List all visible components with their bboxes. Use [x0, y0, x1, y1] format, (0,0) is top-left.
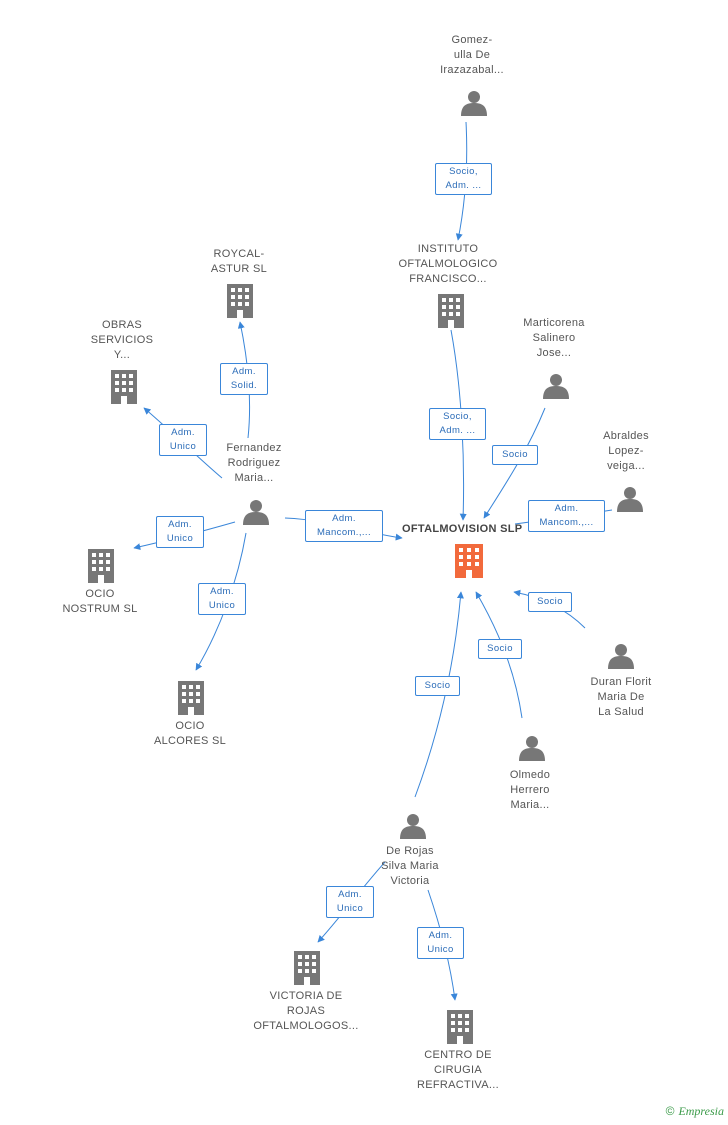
building-icon[interactable] [178, 681, 204, 715]
node-label-marticorena[interactable]: Marticorena Salinero Jose... [523, 317, 585, 359]
node-label-instituto[interactable]: INSTITUTO OFTALMOLOGICO FRANCISCO... [398, 243, 498, 285]
person-icon[interactable] [243, 500, 269, 525]
edge-label-adm-unico[interactable]: Adm. Unico [156, 516, 204, 548]
edge-label-socio[interactable]: Socio [528, 592, 572, 612]
edge-marticorena-oftalmovision [483, 407, 546, 519]
building-icon[interactable] [111, 370, 137, 404]
edge-label-adm-solid[interactable]: Adm. Solid. [220, 363, 268, 395]
node-label-duran[interactable]: Duran Florit Maria De La Salud [590, 676, 652, 718]
node-label-obras[interactable]: OBRAS SERVICIOS Y... [90, 319, 154, 361]
copyright-symbol: © [665, 1104, 675, 1118]
building-icon[interactable] [294, 951, 320, 985]
person-icon[interactable] [543, 374, 569, 399]
footer-brand[interactable]: ©Empresia [666, 1104, 724, 1119]
building-icon[interactable] [438, 294, 464, 328]
node-label-abraldes[interactable]: Abraldes Lopez- veiga... [603, 430, 649, 472]
person-icon[interactable] [617, 487, 643, 512]
person-icon[interactable] [519, 736, 545, 761]
node-label-victoria[interactable]: VICTORIA DE ROJAS OFTALMOLOGOS... [253, 990, 359, 1032]
node-label-olmedo[interactable]: Olmedo Herrero Maria... [509, 769, 551, 811]
edge-label-adm-mancom[interactable]: Adm. Mancom.,... [528, 500, 605, 532]
company-icons [88, 284, 483, 1044]
main-company-building-icon[interactable] [455, 544, 483, 578]
edge-label-adm-unico[interactable]: Adm. Unico [326, 886, 374, 918]
edge-label-adm-mancom[interactable]: Adm. Mancom.,... [305, 510, 383, 542]
node-label-centro[interactable]: CENTRO DE CIRUGIA REFRACTIVA... [417, 1049, 499, 1091]
building-icon[interactable] [88, 549, 114, 583]
building-icon[interactable] [227, 284, 253, 318]
person-icon[interactable] [400, 814, 426, 839]
node-label-ocio-nostrum[interactable]: OCIO NOSTRUM SL [62, 588, 138, 615]
edge-label-socio-adm[interactable]: Socio, Adm. ... [429, 408, 486, 440]
edge-label-adm-unico[interactable]: Adm. Unico [198, 583, 246, 615]
person-icon[interactable] [461, 91, 487, 116]
brand-name: Empresia [678, 1104, 724, 1118]
node-label-oftalmovision[interactable]: OFTALMOVISION SLP [402, 523, 523, 535]
edge-label-socio[interactable]: Socio [478, 639, 522, 659]
edge-label-socio[interactable]: Socio [415, 676, 460, 696]
building-icon[interactable] [447, 1010, 473, 1044]
node-label-roycal[interactable]: ROYCAL- ASTUR SL [210, 248, 268, 275]
edge-label-socio[interactable]: Socio [492, 445, 538, 465]
edge-label-adm-unico[interactable]: Adm. Unico [417, 927, 464, 959]
person-icon[interactable] [608, 644, 634, 669]
node-label-gomezulla[interactable]: Gomez- ulla De Irazazabal... [440, 34, 504, 76]
node-label-fernandez[interactable]: Fernandez Rodriguez Maria... [226, 442, 282, 484]
edge-label-adm-unico[interactable]: Adm. Unico [159, 424, 207, 456]
node-label-derojas[interactable]: De Rojas Silva Maria Victoria [381, 845, 439, 887]
node-label-ocio-alcores[interactable]: OCIO ALCORES SL [153, 720, 227, 747]
edge-label-socio-adm[interactable]: Socio, Adm. ... [435, 163, 492, 195]
